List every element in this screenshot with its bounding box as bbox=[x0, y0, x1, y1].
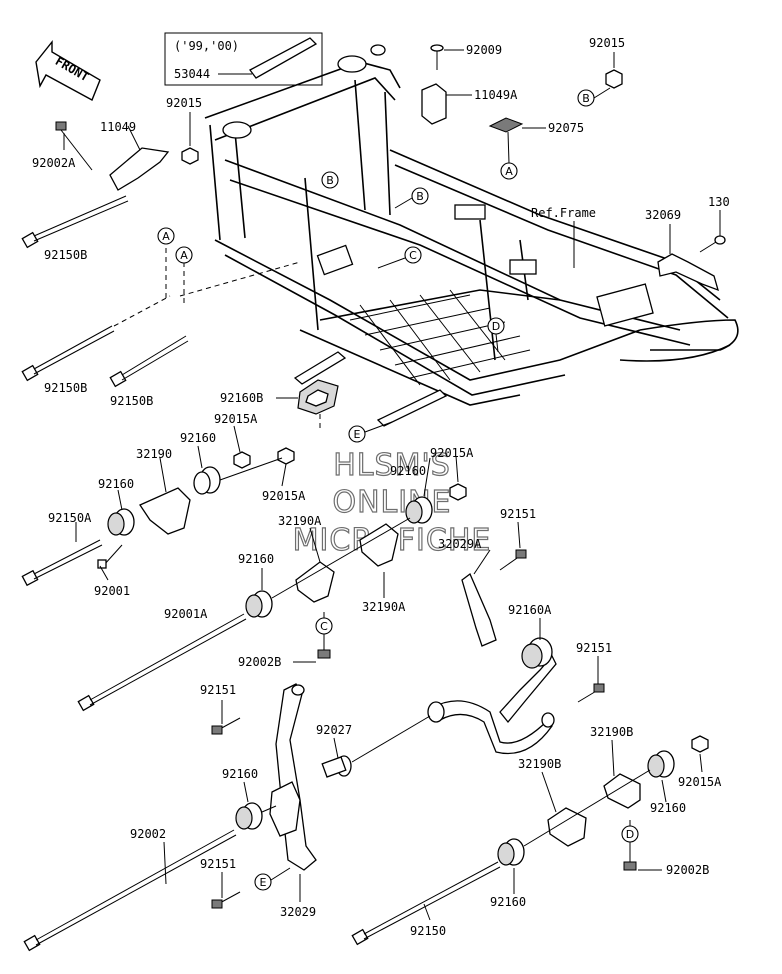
part-92027: 92027 bbox=[316, 723, 352, 737]
ref-circle-a-2: A bbox=[175, 246, 193, 264]
bolt-92150B-b bbox=[109, 335, 189, 388]
part-92075: 92075 bbox=[548, 121, 584, 135]
part-92001: 92001 bbox=[94, 584, 130, 598]
part-92151-c: 92151 bbox=[200, 683, 236, 697]
bolt-92150B-a bbox=[21, 295, 171, 382]
nut-92015-left bbox=[181, 112, 199, 165]
svg-text:E: E bbox=[354, 428, 361, 441]
ref-circle-b-2: B bbox=[411, 187, 429, 205]
part-92002B-a: 92002B bbox=[238, 655, 281, 669]
part-92160-e: 92160 bbox=[222, 767, 258, 781]
ref-circle-e-frame: E bbox=[348, 425, 366, 443]
bracket-11049 bbox=[109, 125, 170, 191]
part-92015-top: 92015 bbox=[589, 36, 625, 50]
svg-text:D: D bbox=[492, 320, 500, 333]
part-32029A: 32029A bbox=[438, 537, 482, 551]
svg-text:A: A bbox=[180, 249, 188, 262]
part-32190B-a: 32190B bbox=[590, 725, 633, 739]
svg-text:B: B bbox=[326, 174, 334, 187]
part-130: 130 bbox=[708, 195, 730, 209]
svg-text:E: E bbox=[260, 876, 267, 889]
part-92150B-a: 92150B bbox=[44, 381, 87, 395]
part-92002: 92002 bbox=[130, 827, 166, 841]
part-92015A-d: 92015A bbox=[678, 775, 722, 789]
part-92150: 92150 bbox=[410, 924, 446, 938]
svg-text:B: B bbox=[416, 190, 424, 203]
watermark-line-1: HLSM'S bbox=[333, 448, 451, 483]
bracket-32029A bbox=[427, 549, 605, 755]
ref-circle-d-mount: D bbox=[621, 825, 639, 843]
svg-text:B: B bbox=[582, 92, 590, 105]
part-11049: 11049 bbox=[100, 120, 136, 134]
ref-circle-d-frame: D bbox=[487, 317, 505, 335]
frame-ref-label: Ref.Frame bbox=[531, 206, 596, 220]
part-32190: 32190 bbox=[136, 447, 172, 461]
bolt-92150B-top bbox=[21, 195, 129, 249]
part-92150B-top: 92150B bbox=[44, 248, 87, 262]
part-92002B-b: 92002B bbox=[666, 863, 709, 877]
mount-32190A-assembly bbox=[77, 483, 467, 712]
part-32190B-b: 32190B bbox=[518, 757, 561, 771]
bracket-32069 bbox=[657, 224, 719, 292]
part-92151-b: 92151 bbox=[576, 641, 612, 655]
part-92001A: 92001A bbox=[164, 607, 208, 621]
ref-circle-b-1: B bbox=[321, 171, 339, 189]
svg-text:C: C bbox=[409, 249, 417, 262]
ref-circle-e-mount: E bbox=[254, 873, 272, 891]
part-92151-d: 92151 bbox=[200, 857, 236, 871]
watermark-line-2: ONLINE bbox=[332, 485, 451, 520]
part-92015A-b: 92015A bbox=[262, 489, 306, 503]
front-arrow: FRONT bbox=[35, 40, 101, 101]
inset-box: ('99,'00) 53044 bbox=[164, 32, 323, 86]
part-92002A: 92002A bbox=[32, 156, 76, 170]
part-92150A: 92150A bbox=[48, 511, 92, 525]
part-92150B-b: 92150B bbox=[110, 394, 153, 408]
svg-text:C: C bbox=[320, 620, 328, 633]
ref-circle-c-frame: C bbox=[404, 246, 422, 264]
svg-text:D: D bbox=[626, 828, 634, 841]
part-92160-b: 92160 bbox=[98, 477, 134, 491]
main-frame bbox=[204, 44, 739, 427]
part-92160-f: 92160 bbox=[650, 801, 686, 815]
bracket-11049A bbox=[421, 83, 472, 125]
ref-circle-a-top: A bbox=[500, 162, 518, 180]
part-32190A-a: 32190A bbox=[278, 514, 322, 528]
part-32069: 32069 bbox=[645, 208, 681, 222]
part-32190A-b: 32190A bbox=[362, 600, 406, 614]
part-92160A: 92160A bbox=[508, 603, 552, 617]
part-92015A-c: 92015A bbox=[430, 446, 474, 460]
inset-part-53044: 53044 bbox=[174, 67, 210, 81]
part-92015A-a: 92015A bbox=[214, 412, 258, 426]
bolt-92009 bbox=[430, 44, 464, 70]
bracket-32029 bbox=[23, 683, 431, 952]
nut-92015-top bbox=[605, 52, 623, 89]
part-92160-d: 92160 bbox=[238, 552, 274, 566]
part-32029: 32029 bbox=[280, 905, 316, 919]
block-92160B bbox=[276, 379, 339, 432]
svg-text:A: A bbox=[505, 165, 513, 178]
bolt-92002A bbox=[55, 121, 93, 171]
pad-92075 bbox=[488, 117, 546, 133]
part-92160B: 92160B bbox=[220, 391, 263, 405]
part-11049A: 11049A bbox=[474, 88, 518, 102]
svg-text:A: A bbox=[162, 230, 170, 243]
mount-32190B-assembly bbox=[351, 735, 709, 946]
ref-circle-a-1: A bbox=[157, 227, 175, 245]
part-92160-c: 92160 bbox=[390, 464, 426, 478]
ref-circle-b-top: B bbox=[577, 89, 595, 107]
bolt-130 bbox=[699, 210, 726, 253]
part-92009: 92009 bbox=[466, 43, 502, 57]
part-92015-left: 92015 bbox=[166, 96, 202, 110]
mount-32190-assembly bbox=[21, 447, 295, 587]
part-92151-a: 92151 bbox=[500, 507, 536, 521]
ref-circle-c-mount: C bbox=[315, 617, 333, 635]
part-92160-g: 92160 bbox=[490, 895, 526, 909]
part-92160-a: 92160 bbox=[180, 431, 216, 445]
inset-years: ('99,'00) bbox=[174, 39, 239, 53]
